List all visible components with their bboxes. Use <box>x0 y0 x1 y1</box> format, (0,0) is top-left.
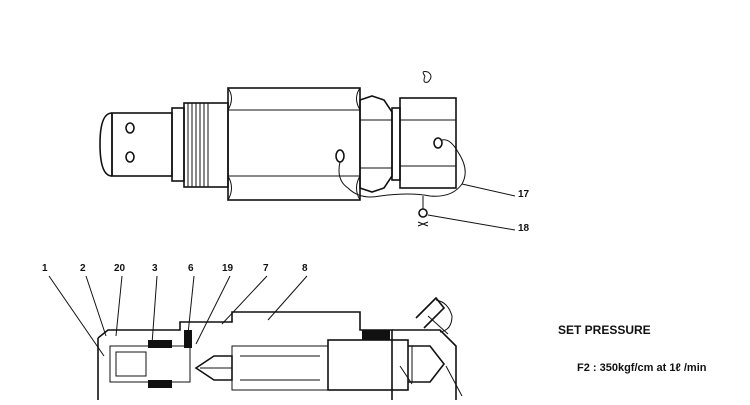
valve-hex-body <box>227 87 361 201</box>
piston <box>327 339 409 391</box>
backup-ring <box>184 330 192 348</box>
lock-nut <box>359 95 393 193</box>
valve-external-view <box>99 71 516 231</box>
valve-section-view <box>48 275 463 400</box>
callout-2: 2 <box>80 263 86 274</box>
seal-ring-upper <box>148 340 172 348</box>
callout-19: 19 <box>222 263 234 274</box>
valve-thread <box>183 102 229 188</box>
valve-spool-body <box>111 112 173 177</box>
callout-8: 8 <box>302 263 308 274</box>
callout-3: 3 <box>152 263 158 274</box>
spring-chamber <box>231 345 329 391</box>
seal-lead <box>418 208 428 218</box>
seal-wire-hole <box>335 149 345 163</box>
port-hole-upper <box>125 122 135 134</box>
callout-18: 18 <box>518 223 530 234</box>
callout-20: 20 <box>114 263 126 274</box>
callout-6: 6 <box>188 263 194 274</box>
set-pressure-title: SET PRESSURE <box>558 323 651 337</box>
adjuster-cap <box>399 97 457 189</box>
callout-17: 17 <box>518 189 530 200</box>
port-hole-lower <box>125 151 135 163</box>
valve-shoulder <box>171 107 185 182</box>
callout-1: 1 <box>42 263 48 274</box>
callout-7: 7 <box>263 263 269 274</box>
valve-nose <box>99 112 113 177</box>
seal-wire <box>338 139 466 198</box>
thread-hatching <box>187 103 209 187</box>
callout-leaders <box>48 275 308 357</box>
set-pressure-value: F2 : 350kgf/cm at 1ℓ /min <box>577 362 707 374</box>
